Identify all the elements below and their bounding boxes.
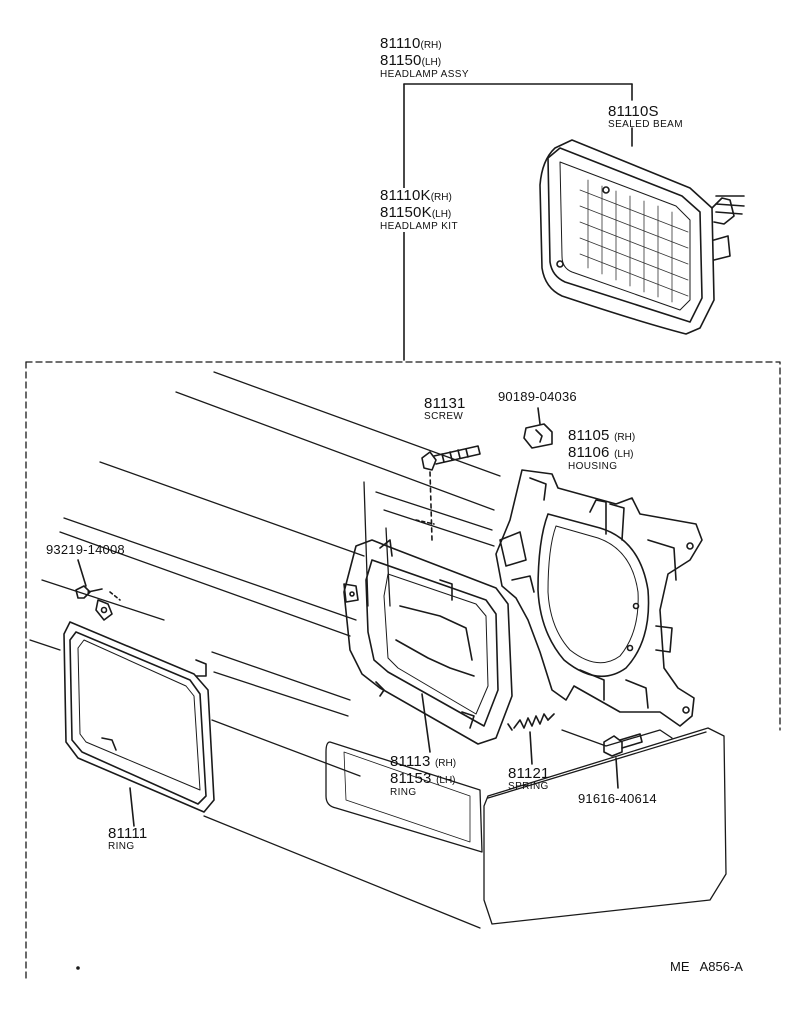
- screw-81131: [421, 445, 481, 541]
- part-name: SEALED BEAM: [608, 119, 683, 130]
- clip-nut: [523, 407, 553, 449]
- part-number: 81131: [424, 395, 466, 412]
- small-screw: [75, 559, 121, 601]
- headlamp-assy-label: 81110(RH) 81150(LH) HEADLAMP ASSY: [380, 36, 469, 80]
- part-number-rh: 81113: [390, 753, 431, 770]
- lh-tag: (LH): [431, 209, 452, 220]
- housing-label: 81105 (RH) 81106 (LH) HOUSING: [568, 428, 635, 472]
- diagram-code: ME A856-A: [670, 959, 743, 974]
- rh-tag: (RH): [430, 192, 452, 203]
- mounting-ring: [343, 539, 513, 753]
- part-name: RING: [108, 841, 135, 852]
- part-number-rh: 81105: [568, 427, 610, 444]
- part-number-rh: 81110: [380, 35, 421, 52]
- spring-label: 81121 SPRING: [508, 766, 550, 792]
- lh-tag: (LH): [421, 57, 442, 68]
- headlamp-kit-label: 81110K(RH) 81150K(LH) HEADLAMP KIT: [380, 188, 458, 232]
- sealed-beam-label: 81110S SEALED BEAM: [608, 104, 683, 130]
- rh-tag: (RH): [614, 432, 636, 443]
- part-number-lh: 81106: [568, 444, 610, 461]
- small-screw-label: 93219-14008: [46, 542, 125, 557]
- part-number-lh: 81153: [390, 770, 432, 787]
- bolt: [603, 733, 643, 789]
- part-number-lh: 81150: [380, 52, 422, 69]
- part-number: 81110S: [608, 103, 659, 120]
- clip-nut-label: 90189-04036: [498, 389, 577, 404]
- outer-ring-label: 81111 RING: [108, 826, 147, 852]
- part-name: HEADLAMP ASSY: [380, 69, 469, 80]
- mounting-ring-label: 81113 (RH) 81153 (LH) RING: [390, 754, 456, 798]
- lh-tag: (LH): [614, 449, 634, 460]
- part-name: HOUSING: [568, 461, 618, 472]
- part-number-rh: 81110K: [380, 187, 431, 204]
- part-name: RING: [390, 787, 417, 798]
- bolt-label: 91616-40614: [578, 791, 657, 806]
- sealed-beam-lamp: [539, 139, 745, 335]
- outer-ring: [63, 599, 215, 827]
- rh-tag: (RH): [434, 758, 457, 769]
- lh-tag: (LH): [436, 775, 456, 786]
- part-name: HEADLAMP KIT: [380, 221, 458, 232]
- part-number: 81111: [108, 825, 148, 842]
- part-name: SCREW: [424, 411, 464, 422]
- housing: [495, 469, 703, 727]
- part-name: SPRING: [508, 781, 549, 792]
- spring: [507, 713, 555, 765]
- screw-label: 81131 SCREW: [424, 396, 466, 422]
- part-number-lh: 81150K: [380, 204, 432, 221]
- part-number: 81121: [508, 765, 550, 782]
- rh-tag: (RH): [420, 40, 442, 51]
- kit-boundary: [25, 361, 781, 731]
